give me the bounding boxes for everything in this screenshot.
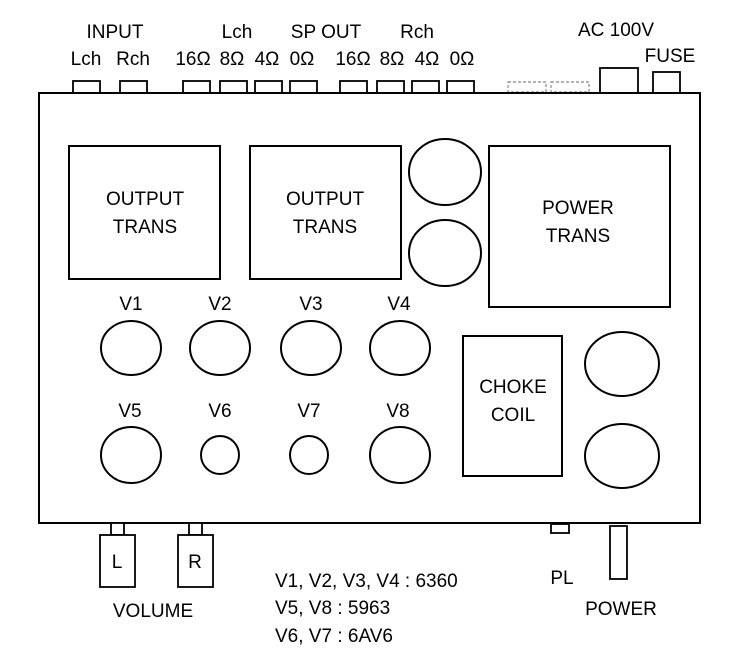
power-trans <box>488 145 671 308</box>
tube-socket-v8 <box>369 426 431 484</box>
sp-terminal-r-4 <box>411 80 440 94</box>
tube-socket-v2 <box>189 320 251 376</box>
tube-socket-v1 <box>100 320 162 376</box>
output-trans-l-line1: OUTPUT <box>106 189 185 210</box>
sp-tap-l-4: 4Ω <box>255 49 280 70</box>
choke-coil-line1: CHOKE <box>479 377 547 398</box>
sp-tap-r-8: 8Ω <box>380 49 405 70</box>
tube-socket-v7 <box>289 435 329 475</box>
sp-terminal-l-4 <box>254 80 283 94</box>
sp-terminal-l-0 <box>289 80 318 94</box>
legend-line-1: V1, V2, V3, V4 : 6360 <box>275 571 458 592</box>
tube-socket-v5 <box>100 426 162 484</box>
tube-label-v7: V7 <box>297 401 320 422</box>
volume-r-knob <box>177 534 214 588</box>
input-lch-label: Lch <box>71 49 102 70</box>
volume-r-label: R <box>188 552 202 573</box>
fuse-holder <box>652 71 681 94</box>
sp-terminal-l-8 <box>219 80 248 94</box>
output-trans-l <box>68 145 221 280</box>
sp-out-lch-label: Lch <box>222 22 253 43</box>
output-trans-r-line1: OUTPUT <box>286 189 365 210</box>
sp-tap-r-0: 0Ω <box>450 49 475 70</box>
volume-l-label: L <box>112 552 123 573</box>
tube-label-v8: V8 <box>386 401 409 422</box>
choke-coil-line2: COIL <box>491 405 535 426</box>
power-switch <box>609 525 628 580</box>
tube-socket-v6 <box>200 435 240 475</box>
volume-r-shaft <box>188 522 203 536</box>
tube-label-v4: V4 <box>387 294 411 315</box>
output-trans-l-line2: TRANS <box>113 217 177 238</box>
spare-terminal-2 <box>550 81 590 93</box>
tube-socket-v4 <box>369 320 431 376</box>
capacitor-1 <box>408 138 482 206</box>
choke-coil <box>462 335 563 477</box>
output-trans-r-line2: TRANS <box>293 217 357 238</box>
ac-label: AC 100V <box>578 20 654 41</box>
sp-terminal-l-16 <box>182 80 211 94</box>
input-label: INPUT <box>87 22 144 43</box>
tube-label-v6: V6 <box>208 401 231 422</box>
ac-inlet <box>599 67 639 94</box>
fuse-label: FUSE <box>645 46 696 67</box>
spare-terminal-1 <box>507 81 547 93</box>
sp-tap-l-8: 8Ω <box>220 49 245 70</box>
sp-tap-r-4: 4Ω <box>415 49 440 70</box>
tube-label-v2: V2 <box>208 294 231 315</box>
output-trans-r <box>249 145 402 280</box>
sp-tap-r-16: 16Ω <box>335 49 370 70</box>
sp-tap-l-0: 0Ω <box>290 49 315 70</box>
sp-terminal-r-8 <box>376 80 405 94</box>
pilot-lamp-label: PL <box>550 568 573 589</box>
capacitor-4 <box>584 423 660 489</box>
volume-l-shaft <box>110 522 125 536</box>
sp-out-label: SP OUT <box>291 22 362 43</box>
legend-line-2: V5, V8 : 5963 <box>275 598 390 619</box>
volume-l-knob <box>99 534 136 588</box>
tube-label-v3: V3 <box>299 294 322 315</box>
capacitor-3 <box>584 331 660 397</box>
capacitor-2 <box>408 219 482 287</box>
input-rch-label: Rch <box>116 49 150 70</box>
volume-label: VOLUME <box>113 601 193 622</box>
tube-label-v1: V1 <box>119 294 142 315</box>
power-label: POWER <box>585 599 657 620</box>
sp-terminal-r-16 <box>339 80 368 94</box>
input-rch-jack <box>119 80 148 94</box>
tube-socket-v3 <box>280 320 342 376</box>
power-trans-line2: TRANS <box>546 226 610 247</box>
sp-tap-l-16: 16Ω <box>175 49 210 70</box>
legend-line-3: V6, V7 : 6AV6 <box>275 626 393 647</box>
pilot-lamp <box>550 523 570 534</box>
sp-terminal-r-0 <box>446 80 475 94</box>
power-trans-line1: POWER <box>542 198 614 219</box>
tube-label-v5: V5 <box>118 401 141 422</box>
sp-out-rch-label: Rch <box>400 22 434 43</box>
input-lch-jack <box>72 80 101 94</box>
